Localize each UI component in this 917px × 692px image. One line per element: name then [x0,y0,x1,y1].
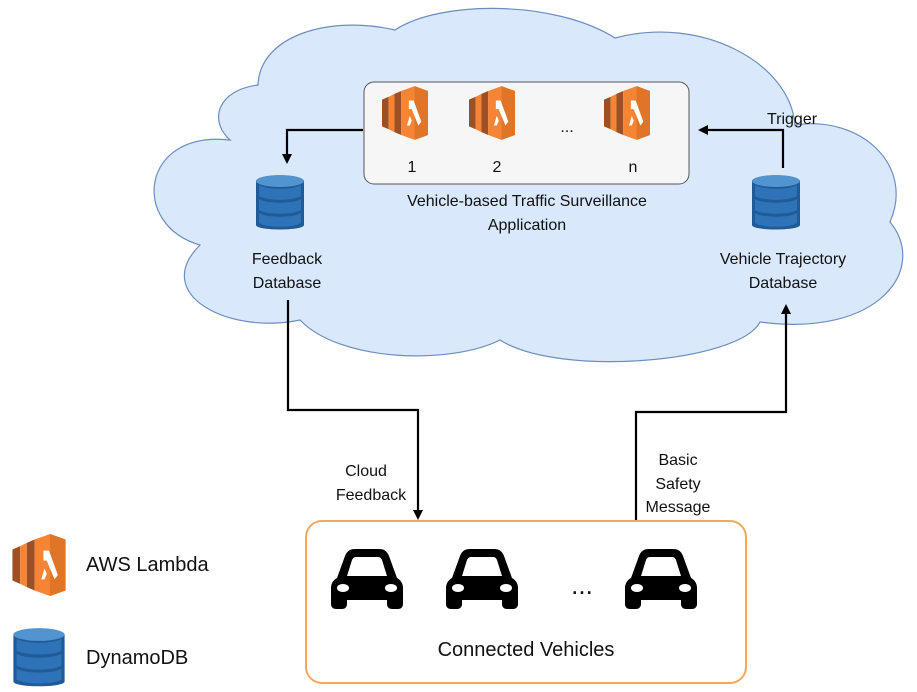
vehicles-ellipsis: ... [571,570,593,600]
feedback-db-label-line1: Feedback [252,251,323,268]
bsm-label-line1: Basic [658,452,697,469]
lambda-ellipsis: ... [560,119,573,136]
connected-vehicles-box [305,520,747,684]
cloud-shape [153,7,904,363]
feedback-db-label-line2: Database [253,275,322,292]
trajectory-db-label-line2: Database [749,275,818,292]
legend-dynamodb-label: DynamoDB [86,647,188,669]
bsm-label-line3: Message [646,499,711,516]
trigger-label: Trigger [767,111,818,128]
lambda-icon [12,534,66,596]
bsm-label-line2: Safety [655,476,700,493]
connected-vehicles-caption: Connected Vehicles [438,639,615,661]
legend-lambda-label: AWS Lambda [86,554,210,576]
arrow-app-to-feedback-db [282,128,363,164]
lambda-label-2: 2 [493,159,502,176]
application-caption-line2: Application [488,217,566,234]
arrow-trigger [698,125,785,168]
lambda-label-1: 1 [408,159,417,176]
dynamodb-icon [13,628,65,687]
dynamodb-icon [256,175,304,230]
lambda-label-n: n [629,159,638,176]
cloud-feedback-label-line2: Feedback [336,487,407,504]
arrow-basic-safety-message [634,304,791,520]
cloud-feedback-label-line1: Cloud [345,463,387,480]
dynamodb-icon [752,175,800,230]
arrow-cloud-feedback [286,300,423,520]
application-caption-line1: Vehicle-based Traffic Surveillance [407,193,647,210]
trajectory-db-label-line1: Vehicle Trajectory [720,251,846,268]
